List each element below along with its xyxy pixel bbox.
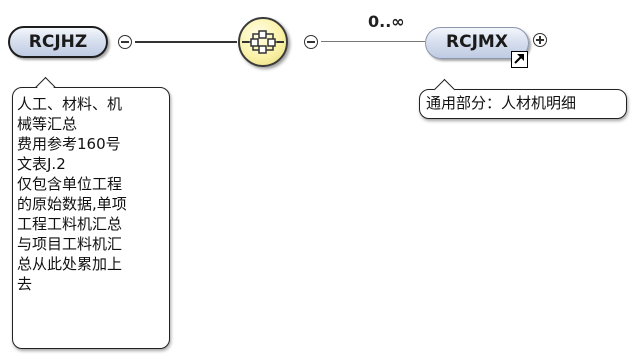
reference-arrow-icon [511, 51, 528, 68]
root-annotation-line: 仅包含单位工程 [17, 175, 123, 193]
root-annotation-line: 与项目工料机汇 [17, 235, 123, 253]
sequence-collapse-icon[interactable] [304, 35, 318, 49]
child-cardinality-label: 0..∞ [368, 12, 405, 31]
sequence-compositor-node[interactable] [238, 17, 288, 67]
root-annotation-line: 人工、材料、机 [17, 95, 123, 113]
root-element-name: RCJHZ [28, 32, 88, 52]
root-collapse-icon[interactable] [118, 35, 132, 49]
sequence-compositor-icon [242, 30, 284, 54]
child-element-name: RCJMX [446, 32, 508, 52]
root-annotation-line: 费用参考160号 [17, 135, 121, 153]
root-annotation-line: 总从此处累加上 [17, 255, 123, 273]
child-expand-icon[interactable] [533, 33, 547, 47]
root-annotation-line: 的原始数据,单项 [17, 195, 127, 213]
connector-root-to-sequence [135, 41, 237, 43]
root-annotation-line: 文表J.2 [17, 155, 66, 173]
child-annotation-box: 通用部分：人材机明细 [419, 89, 627, 119]
root-annotation-box: 人工、材料、机 械等汇总 费用参考160号 文表J.2 仅包含单位工程 的原始数… [12, 87, 170, 349]
connector-sequence-to-child [321, 41, 425, 42]
root-annotation-line: 械等汇总 [17, 115, 78, 133]
root-annotation-line: 工程工料机汇总 [17, 215, 123, 233]
child-annotation-line: 通用部分：人材机明细 [426, 94, 577, 112]
root-element-node[interactable]: RCJHZ [8, 26, 108, 58]
root-annotation-line: 去 [17, 275, 33, 293]
